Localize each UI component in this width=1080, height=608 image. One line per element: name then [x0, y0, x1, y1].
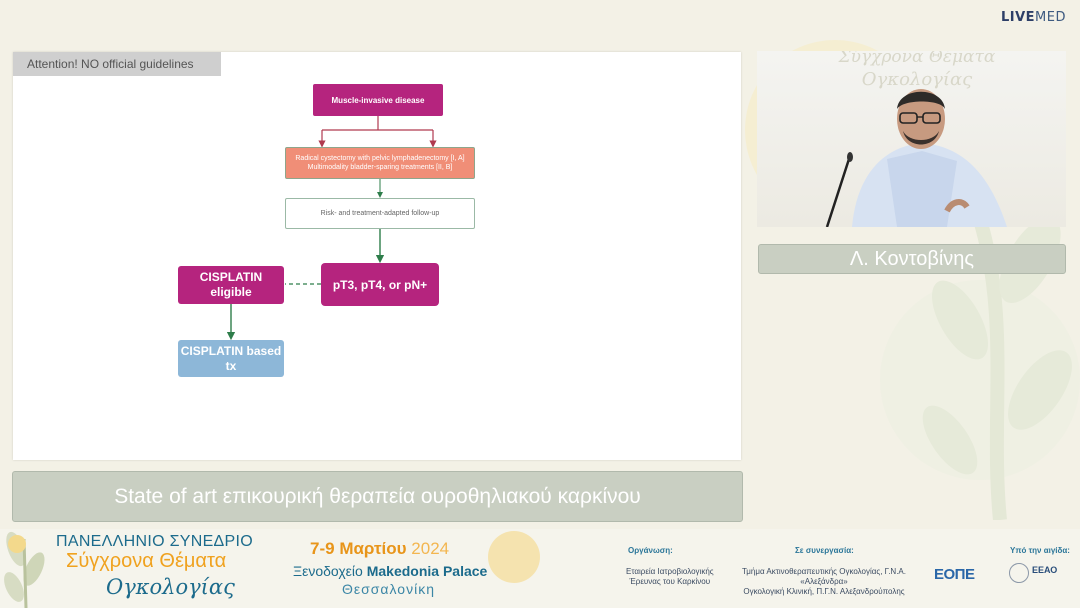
radical-line2: Multimodality bladder-sparing treatments…: [307, 164, 453, 171]
box-cisplatin-based: CISPLATIN based tx: [178, 340, 284, 377]
footer-collab-text: Τμήμα Ακτινοθεραπευτικής Ογκολογίας, Γ.Ν…: [726, 567, 922, 597]
conference-footer: ΠΑΝΕΛΛΗΝΙΟ ΣΥΝΕΔΡΙΟ Σύγχρονα Θέματα Ογκο…: [0, 529, 1080, 608]
speaker-name-plate: Λ. Κοντοβίνης: [758, 244, 1066, 274]
box-cisplatin-eligible: CISPLATIN eligible: [178, 266, 284, 304]
footer-venue-prefix: Ξενοδοχείο: [293, 563, 363, 579]
presentation-slide: Attention! NO official guidelines Muscle…: [13, 52, 741, 460]
footer-circle-decor-2: [8, 535, 26, 553]
footer-collab-text2: Ογκολογική Κλινική, Π.Γ.Ν. Αλεξανδρούπολ…: [743, 587, 905, 596]
footer-title-line3: Ογκολογίας: [106, 575, 235, 599]
eligible-line2: eligible: [210, 285, 252, 299]
based-line1: CISPLATIN based: [180, 343, 282, 358]
speaker-video: Σύγχρονα Θέματα Ογκολογίας: [757, 51, 1066, 227]
attention-banner: Attention! NO official guidelines: [13, 52, 221, 76]
video-logo-line2: Ογκολογίας: [861, 69, 973, 90]
footer-dates-year: 2024: [411, 539, 450, 558]
eeao-logo: ΕΕΑΟ: [1032, 565, 1058, 575]
footer-venue-name: Makedonia Palace: [366, 563, 488, 579]
speaker-figure: [825, 89, 1007, 227]
box-followup: Risk- and treatment-adapted follow-up: [285, 198, 475, 229]
brand-part2: MED: [1035, 10, 1066, 25]
video-backdrop-logo: Σύγχρονα Θέματα Ογκολογίας: [817, 51, 1017, 90]
footer-auspices-label: Υπό την αιγίδα:: [1010, 546, 1070, 555]
livemed-logo: LIVEMED: [1001, 10, 1066, 25]
footer-org-text1: Εταιρεία Ιατροβιολογικής: [626, 567, 714, 576]
eeao-seal-icon: [1009, 563, 1029, 583]
box-muscle-invasive: Muscle-invasive disease: [313, 84, 443, 116]
footer-dates-day: 7-9: [310, 539, 335, 558]
footer-circle-decor: [488, 531, 540, 583]
eope-logo: ΕΟΠΕ: [934, 566, 975, 583]
footer-title-line2: Σύγχρονα Θέματα: [66, 550, 227, 572]
footer-title-line1: ΠΑΝΕΛΛΗΝΙΟ ΣΥΝΕΔΡΙΟ: [56, 533, 254, 550]
based-line2: tx: [225, 358, 237, 373]
eligible-line1: CISPLATIN: [199, 270, 263, 284]
footer-org-text: Εταιρεία Ιατροβιολογικής Έρευνας του Καρ…: [626, 567, 714, 587]
footer-dates-month: Μαρτίου: [339, 539, 407, 558]
footer-city: Θεσσαλονίκη: [342, 581, 435, 597]
video-logo-line1: Σύγχρονα Θέματα: [838, 51, 996, 67]
talk-title-plate: State of art επικουρική θεραπεία ουροθηλ…: [12, 471, 743, 522]
footer-org-text2: Έρευνας του Καρκίνου: [629, 577, 711, 586]
footer-venue: Ξενοδοχείο Makedonia Palace: [293, 563, 487, 579]
box-pt3-pt4-pn: pT3, pT4, or pN+: [321, 263, 439, 306]
footer-dates: 7-9 Μαρτίου 2024: [310, 539, 449, 559]
brand-part1: LIVE: [1000, 10, 1036, 25]
radical-line1: Radical cystectomy with pelvic lymphaden…: [295, 155, 465, 162]
arrow-muscle-split: [322, 116, 433, 131]
flow-connectors: [226, 116, 437, 341]
footer-collab-text1: Τμήμα Ακτινοθεραπευτικής Ογκολογίας, Γ.Ν…: [742, 567, 906, 586]
footer-org-label: Οργάνωση:: [628, 546, 673, 555]
footer-collab-label: Σε συνεργασία:: [795, 546, 854, 555]
box-radical-cystectomy: Radical cystectomy with pelvic lymphaden…: [285, 147, 475, 179]
